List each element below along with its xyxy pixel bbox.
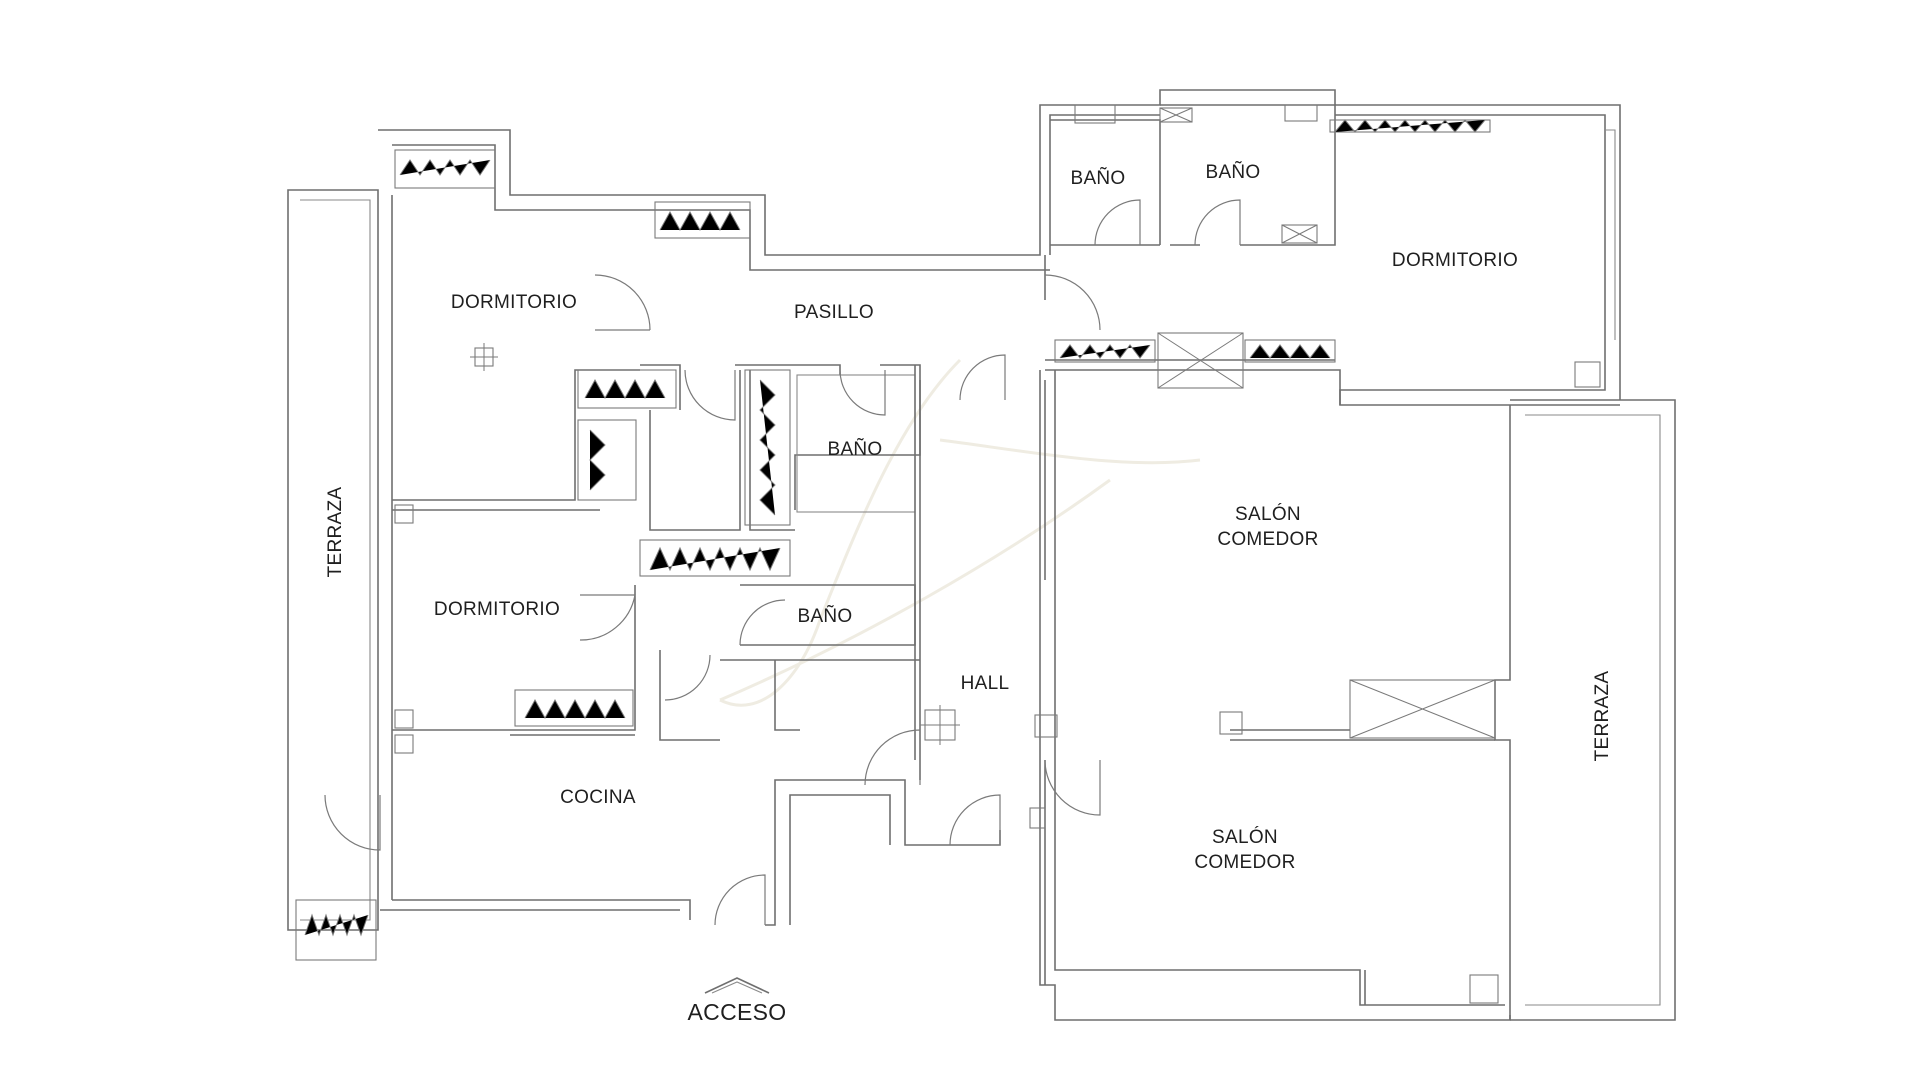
access-arrow: [704, 977, 770, 994]
closet-hatches: [304, 119, 1486, 937]
room-label-dormitorio-ne: DORMITORIO: [1392, 250, 1518, 271]
entrance-label: ACCESO: [688, 999, 787, 1025]
outer-walls: [287, 89, 1676, 1021]
room-labels: DORMITORIO PASILLO BAÑO BAÑO DORMITORIO …: [325, 161, 1613, 1025]
room-label-bano-3: BAÑO: [827, 438, 882, 460]
room-label-terraza-e: TERRAZA: [1592, 671, 1613, 762]
room-label-dormitorio-nw: DORMITORIO: [451, 292, 577, 313]
watermark-logo: [719, 358, 1201, 707]
room-label-cocina: COCINA: [560, 787, 636, 808]
fixtures: [394, 104, 1601, 1004]
room-label-bano-2: BAÑO: [1205, 161, 1260, 183]
room-label-terraza-w: TERRAZA: [325, 487, 346, 578]
interior-walls: [392, 104, 1496, 985]
room-label-pasillo: PASILLO: [794, 302, 874, 323]
room-label-salon-comedor-2-line2: COMEDOR: [1194, 852, 1295, 873]
room-label-dormitorio-w: DORMITORIO: [434, 599, 560, 620]
doors: [324, 199, 1241, 926]
room-label-salon-comedor-1-line2: COMEDOR: [1217, 529, 1318, 550]
room-label-salon-comedor-2-line1: SALÓN: [1212, 826, 1278, 848]
room-label-salon-comedor-1-line1: SALÓN: [1235, 503, 1301, 525]
room-label-bano-4: BAÑO: [797, 605, 852, 627]
room-label-bano-1: BAÑO: [1070, 167, 1125, 189]
room-label-hall: HALL: [961, 673, 1010, 694]
